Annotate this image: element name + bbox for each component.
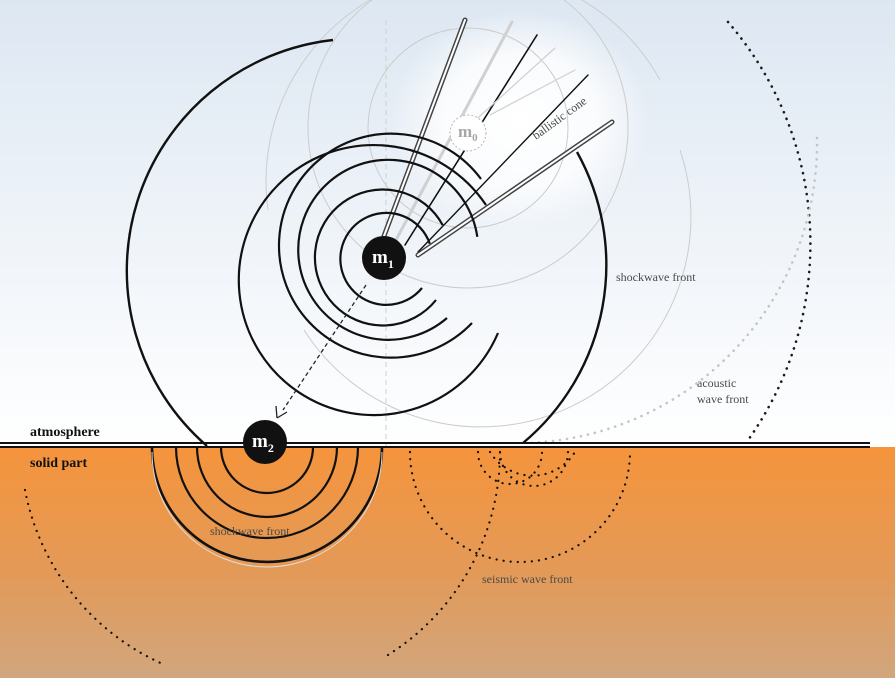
shockwave-front-ground-label: shockwave front bbox=[210, 524, 290, 538]
svg-text:m1: m1 bbox=[372, 247, 394, 271]
ground-area bbox=[0, 447, 895, 678]
acoustic-wave-fronts bbox=[523, 20, 819, 445]
m2-base: m bbox=[252, 431, 268, 452]
atmosphere-ground-boundary bbox=[0, 442, 870, 448]
m0-base: m bbox=[458, 122, 472, 141]
m2-shockwave-arcs bbox=[150, 446, 384, 564]
trajectory-arrow bbox=[275, 284, 367, 419]
acoustic-label-line2: wave front bbox=[697, 392, 749, 406]
acoustic-label-line1: acoustic bbox=[697, 376, 736, 390]
solid-part-label: solid part bbox=[30, 456, 88, 471]
svg-text:m2: m2 bbox=[252, 431, 274, 455]
m1-shockwave-arcs bbox=[237, 132, 500, 417]
ground-shockwave-outline bbox=[151, 451, 383, 568]
mass-m2: m2 bbox=[243, 420, 287, 464]
atmosphere-label: atmosphere bbox=[30, 425, 100, 440]
m0-sub: 0 bbox=[472, 132, 478, 144]
svg-text:m0: m0 bbox=[458, 122, 478, 144]
m0-faint-wavefronts bbox=[265, 0, 692, 428]
m1-sub: 1 bbox=[388, 257, 394, 271]
seismic-wave-front-label: seismic wave front bbox=[482, 572, 573, 586]
seismic-wave-fronts bbox=[23, 448, 632, 667]
shockwave-front-air-label: shockwave front bbox=[616, 270, 696, 284]
mass-m0: m0 bbox=[449, 114, 487, 152]
m2-sub: 2 bbox=[268, 441, 274, 455]
mass-m1: m1 bbox=[362, 236, 406, 280]
m1-base: m bbox=[372, 247, 388, 268]
cone-glow bbox=[390, 10, 650, 230]
large-shockwave-front bbox=[125, 38, 608, 447]
